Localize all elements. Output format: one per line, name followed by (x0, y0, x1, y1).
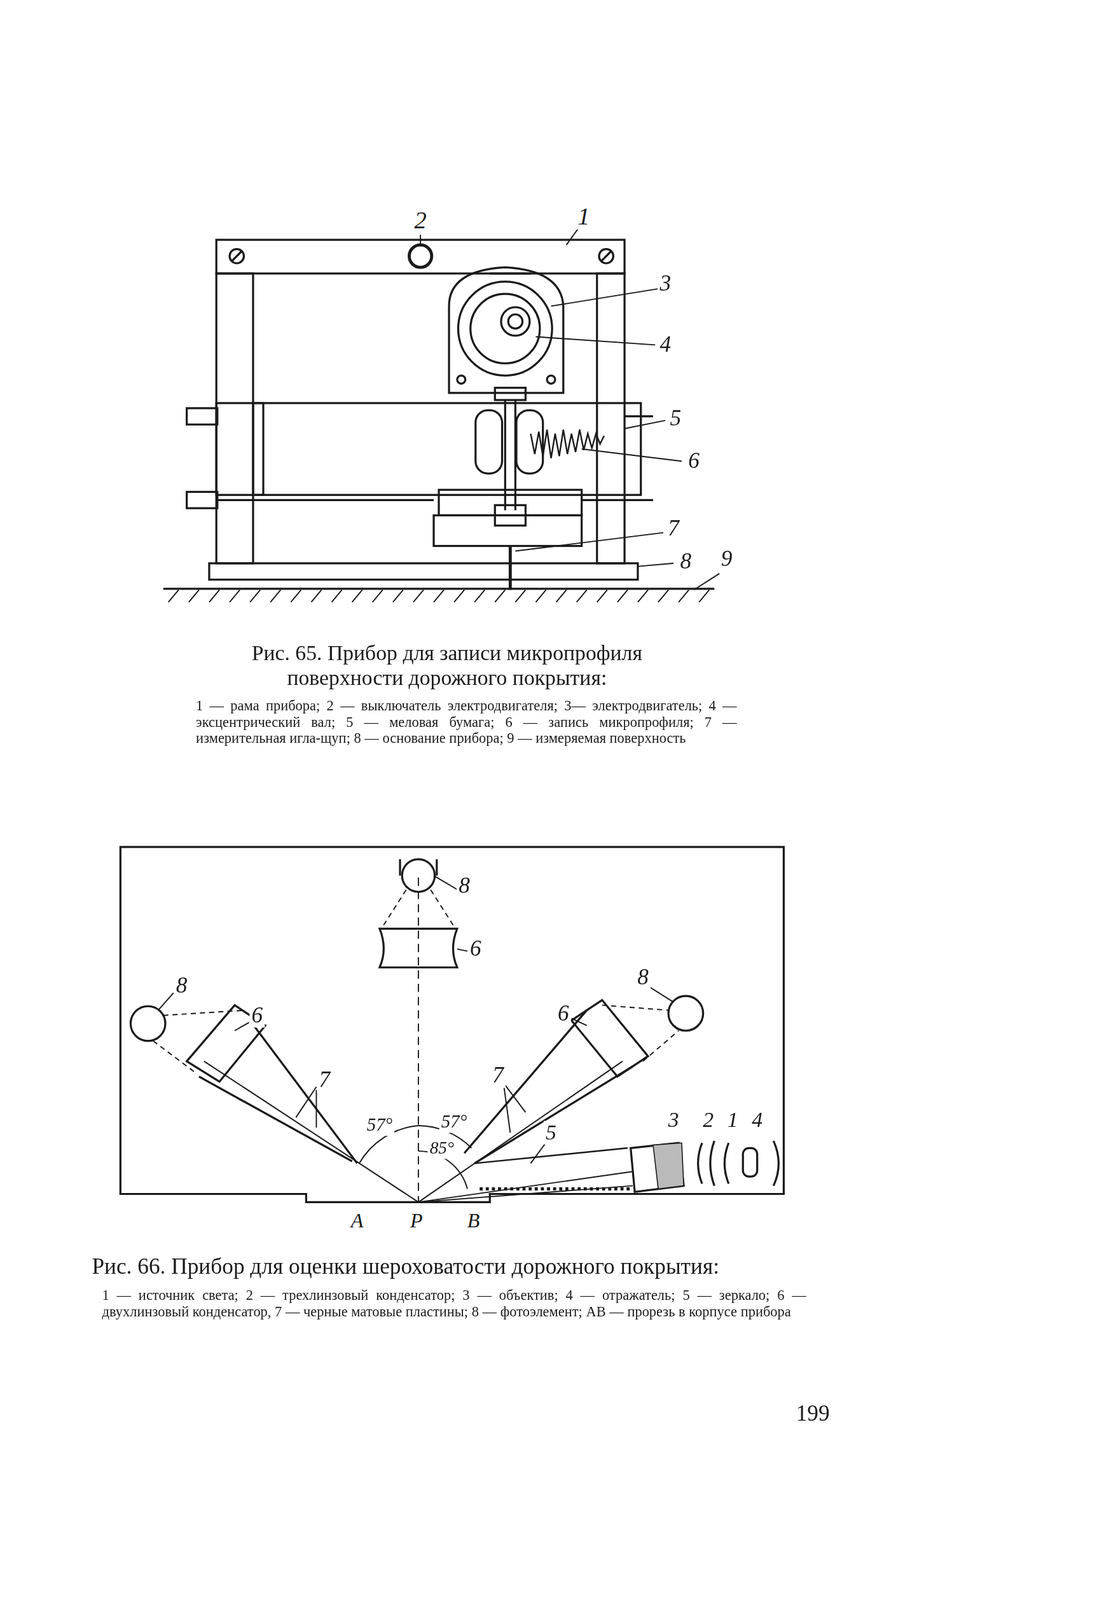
callout-number: 6 (249, 1002, 265, 1028)
callout-number: 8 (456, 873, 472, 898)
callout-number: 2 (700, 1108, 716, 1132)
callout-number: 9 (719, 546, 735, 572)
callout-number: 1 (575, 202, 593, 230)
callout-number: А (349, 1209, 366, 1232)
callout-number: 2 (412, 206, 429, 234)
callout-number: 6 (468, 936, 484, 962)
caption-text: Рис. 66. Прибор для оценки шероховатости… (91, 1253, 827, 1280)
callout-number: Р (408, 1209, 425, 1232)
caption-text: Рис. 65. Прибор для записи микропрофиля … (232, 641, 662, 690)
callout-number: 3 (665, 1108, 681, 1132)
callout-number: 7 (665, 516, 682, 542)
roughness-meter (120, 847, 784, 1202)
callout-number: В (465, 1209, 483, 1232)
caption-text: 199 (796, 1400, 858, 1427)
caption-text: 1 — источник света; 2 — трехлинзовый кон… (101, 1287, 806, 1321)
callout-number: 5 (543, 1121, 559, 1145)
callout-number: 8 (677, 548, 694, 574)
callout-number: 7 (316, 1067, 332, 1092)
profile-recorder (163, 226, 720, 603)
callout-number: 3 (657, 271, 673, 297)
callout-number: 57° (365, 1115, 395, 1136)
callout-number: 4 (657, 332, 673, 358)
callout-number: 8 (635, 965, 651, 991)
callout-number: 5 (667, 406, 684, 432)
callout-number: 1 (725, 1108, 741, 1132)
callout-number: 8 (174, 973, 190, 999)
caption-text: 1 — рама прибора; 2 — выключатель электр… (195, 698, 737, 748)
callout-number: 4 (749, 1108, 765, 1132)
callout-number: 85° (427, 1139, 457, 1159)
callout-number: 7 (490, 1063, 506, 1089)
callout-number: 6 (555, 1000, 572, 1026)
callout-number: 6 (686, 448, 702, 474)
callout-number: 57° (439, 1112, 470, 1133)
